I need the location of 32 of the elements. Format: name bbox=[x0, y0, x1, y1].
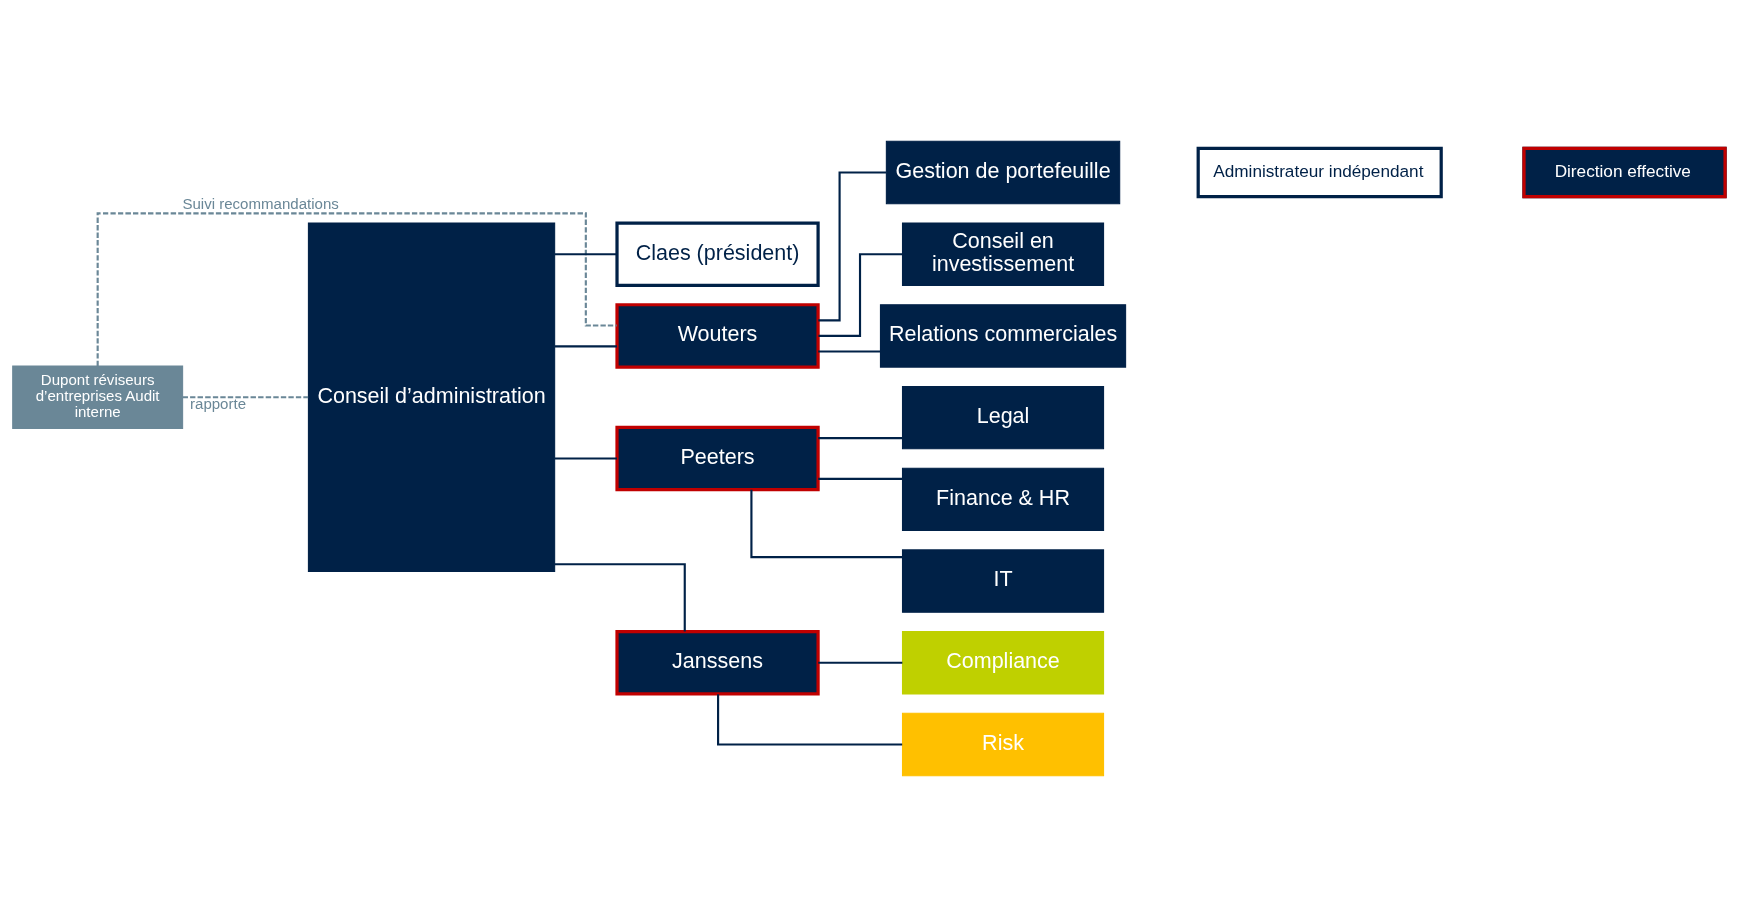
node-box: Dupont réviseurs d’entreprises Audit interne bbox=[12, 365, 184, 429]
edge-label: Suivi recommandations bbox=[182, 194, 339, 212]
connector bbox=[818, 349, 881, 353]
connector bbox=[818, 661, 903, 664]
node-box: Claes (président) bbox=[615, 220, 820, 287]
node-box: IT bbox=[901, 548, 1105, 613]
connector bbox=[96, 211, 617, 366]
legend-label: Administrateur indépendant bbox=[1213, 160, 1424, 181]
edge-label: rapporte bbox=[190, 394, 247, 412]
connector bbox=[818, 252, 903, 337]
connector bbox=[818, 170, 886, 321]
node-box: Peeters bbox=[615, 425, 820, 491]
node-box: Relations commerciales bbox=[879, 303, 1127, 368]
node-box: Legal bbox=[901, 385, 1105, 449]
connector bbox=[554, 456, 617, 460]
node-box: Risk bbox=[901, 712, 1105, 776]
node-box: Conseil en investissement bbox=[901, 222, 1105, 286]
connector bbox=[750, 489, 903, 558]
connector bbox=[182, 395, 309, 398]
legend-label: Direction effective bbox=[1554, 160, 1691, 181]
node-box: Janssens bbox=[615, 629, 820, 696]
connector bbox=[554, 344, 617, 347]
connector bbox=[818, 436, 903, 439]
connector bbox=[554, 252, 617, 255]
node-box: Compliance bbox=[901, 630, 1105, 694]
connector bbox=[554, 562, 686, 632]
node-box: Conseil d’administration bbox=[307, 222, 556, 572]
node-box: Wouters bbox=[615, 302, 820, 369]
node-box: Finance & HR bbox=[901, 467, 1105, 531]
node-box: Gestion de portefeuille bbox=[885, 140, 1121, 204]
connector bbox=[818, 477, 903, 480]
connector bbox=[717, 693, 903, 746]
